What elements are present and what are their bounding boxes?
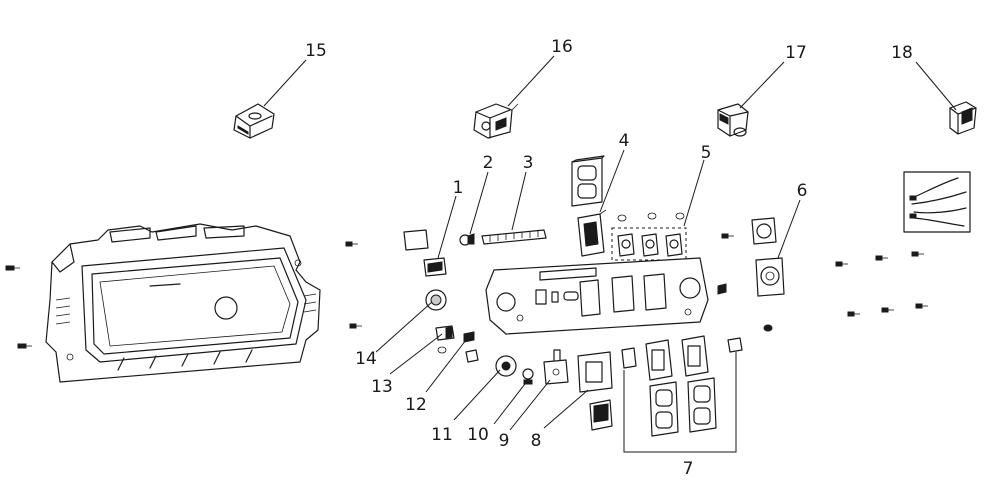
part-16-breaker-block — [473, 103, 519, 139]
callout-11: 11 — [431, 425, 453, 445]
callout-12: 12 — [405, 395, 427, 415]
part-11-12v-outlet — [495, 355, 517, 377]
part-2-indicator — [459, 233, 475, 246]
leader-16 — [507, 55, 555, 107]
callout-14: 14 — [355, 349, 377, 369]
console-housing — [45, 223, 321, 383]
part-15-bracket — [233, 103, 275, 139]
leader-18 — [915, 61, 957, 111]
leader-12 — [425, 339, 467, 393]
callout-13: 13 — [371, 377, 393, 397]
wire-harness — [903, 171, 971, 233]
callout-8: 8 — [531, 431, 542, 451]
part-5-breaker-group — [611, 212, 687, 261]
part-6-twist-lock — [751, 217, 785, 332]
screws-right-top — [835, 251, 924, 267]
leader-4 — [599, 149, 625, 213]
leader-lines — [263, 55, 957, 453]
leader-14 — [375, 301, 433, 353]
leader-10 — [493, 379, 529, 425]
clip-near-panel — [717, 283, 727, 295]
screw-mid-bottom — [349, 323, 362, 329]
leader-11 — [453, 369, 501, 421]
leader-9 — [509, 379, 551, 431]
part-10-cap — [522, 368, 534, 385]
leader-1 — [437, 195, 457, 259]
part-3-terminal-strip — [481, 229, 547, 245]
screw-mid-top — [345, 241, 358, 247]
part-8-gfci-outlet — [577, 351, 613, 431]
callout-4: 4 — [619, 131, 630, 151]
leader-8 — [543, 389, 589, 429]
callout-10: 10 — [467, 425, 489, 445]
callout-9: 9 — [499, 431, 510, 451]
leader-6 — [777, 199, 801, 259]
callout-6: 6 — [797, 181, 808, 201]
callout-1: 1 — [453, 178, 464, 198]
part-4-duplex-outlet — [571, 155, 607, 257]
part-1-rocker-switch — [403, 229, 447, 277]
screw-left-bottom — [17, 343, 32, 349]
leader-2 — [469, 171, 489, 235]
leader-7 — [623, 352, 737, 453]
part-9-breaker — [543, 349, 569, 385]
callout-2: 2 — [483, 153, 494, 173]
control-panel-plate — [485, 257, 709, 335]
part-18-module — [949, 101, 977, 135]
callout-7: 7 — [683, 459, 694, 479]
callout-3: 3 — [523, 153, 534, 173]
leader-15 — [263, 59, 307, 107]
callout-labels: 15 16 17 18 1 2 3 4 5 6 7 8 9 10 11 12 1… — [305, 37, 913, 479]
part-17-relay — [717, 103, 749, 137]
screw-near-panel — [721, 233, 734, 239]
callout-17: 17 — [785, 43, 807, 63]
screw-left-top — [5, 265, 20, 271]
callout-5: 5 — [701, 143, 712, 163]
part-13-fuse-holder — [435, 325, 455, 354]
callout-16: 16 — [551, 37, 573, 57]
leader-13 — [389, 333, 443, 375]
callout-18: 18 — [891, 43, 913, 63]
leader-3 — [511, 171, 527, 231]
callout-15: 15 — [305, 41, 327, 61]
part-12-fuse — [463, 331, 479, 363]
screws-right-bottom — [847, 303, 928, 317]
part-14-grommet — [425, 289, 447, 311]
leader-17 — [739, 61, 785, 109]
part-7-outlet-set — [621, 335, 743, 437]
leader-5 — [683, 159, 705, 227]
